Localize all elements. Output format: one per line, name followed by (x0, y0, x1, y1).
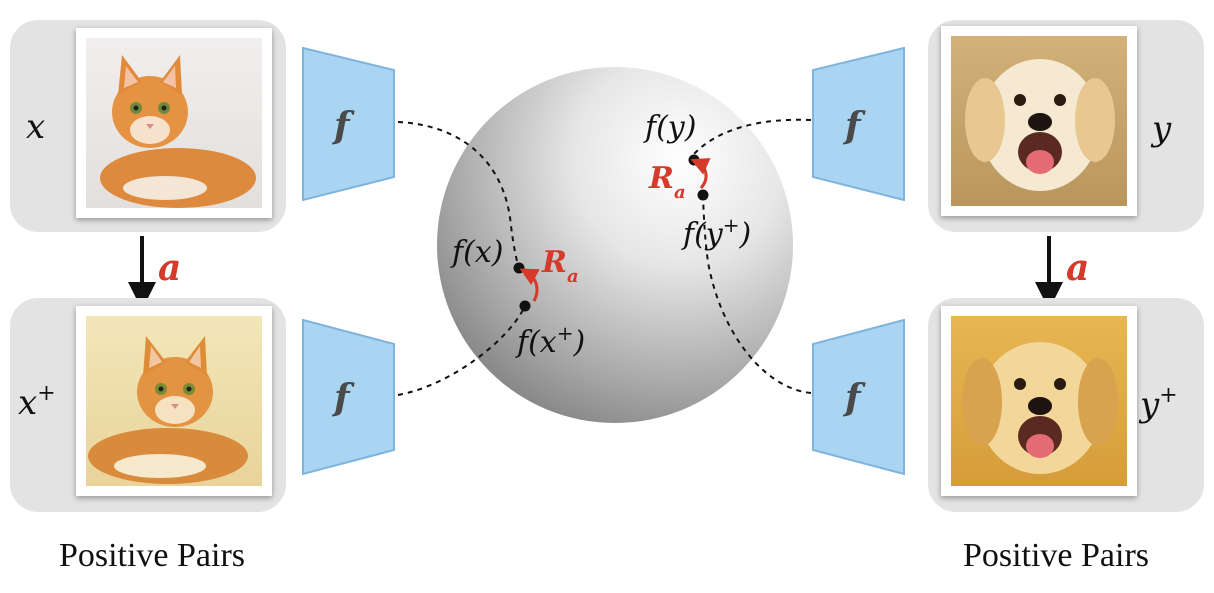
x-label: x (26, 107, 45, 147)
right-encoder-bottom: f (812, 318, 905, 476)
cat-augmented-image (86, 316, 262, 486)
point-fx-plus (519, 300, 531, 312)
point-fx (513, 262, 525, 274)
path-x-plus (397, 307, 525, 396)
right-anchor-card (928, 20, 1204, 232)
left-encoder-bottom: f (302, 318, 395, 476)
fy-plus-label: f(y+) (681, 213, 751, 252)
rotation-label-x: Ra (541, 245, 579, 287)
cat-image (86, 38, 262, 208)
left-anchor-card (10, 20, 286, 232)
fx-label: f(x) (450, 235, 503, 270)
right-encoder-top: f (812, 46, 905, 202)
dog-augmented-image (951, 316, 1127, 486)
left-encoder-top: f (302, 46, 395, 202)
fx-plus-label: f(x+) (515, 321, 585, 360)
rotation-arrow-y (690, 158, 711, 190)
path-x (397, 121, 520, 269)
left-positive-card (10, 298, 286, 512)
right-positive-card (928, 298, 1204, 512)
right-caption: Positive Pairs (963, 537, 1149, 574)
point-fy-plus (697, 189, 709, 201)
dog-image (951, 36, 1127, 206)
augmentation-label-a: a (1066, 247, 1089, 289)
projection-paths (397, 118, 812, 396)
rotation-arrow-x (519, 268, 540, 302)
y-plus-label: y+ (1138, 383, 1178, 425)
path-y (692, 118, 812, 156)
embedding-sphere (437, 67, 793, 423)
x-plus-label: x+ (18, 381, 56, 423)
left-caption: Positive Pairs (59, 537, 245, 574)
y-label: y (1150, 109, 1172, 149)
augmentation-label-a: a (158, 247, 181, 289)
rotation-label-y: Ra (648, 161, 686, 203)
fy-label: f(y) (643, 110, 696, 145)
